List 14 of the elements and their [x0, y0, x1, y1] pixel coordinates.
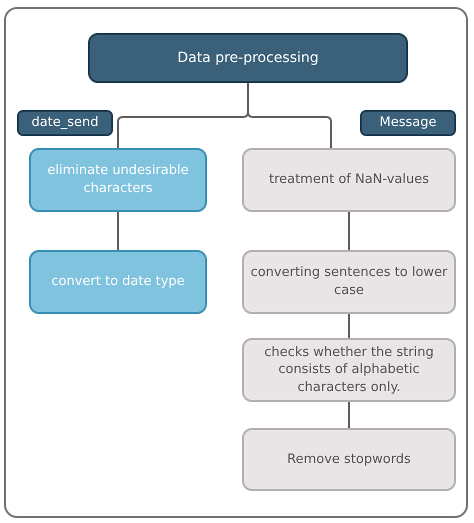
process-box: eliminate undesirable characters: [29, 148, 207, 212]
process-box: Remove stopwords: [242, 428, 456, 491]
process-box: treatment of NaN-values: [242, 148, 456, 212]
connector-line: [348, 314, 350, 338]
category-tag: Message: [360, 110, 456, 136]
connector-line: [348, 212, 350, 250]
connector-line: [117, 212, 119, 250]
process-box: checks whether the string consists of alphabetic characters only.: [242, 338, 456, 402]
connector-line: [247, 83, 332, 148]
process-box: convert to date type: [29, 250, 207, 314]
category-tag: date_send: [17, 110, 113, 136]
title-box: Data pre-processing: [88, 33, 408, 83]
process-box: converting sentences to lower case: [242, 250, 456, 314]
connector-line: [348, 402, 350, 428]
